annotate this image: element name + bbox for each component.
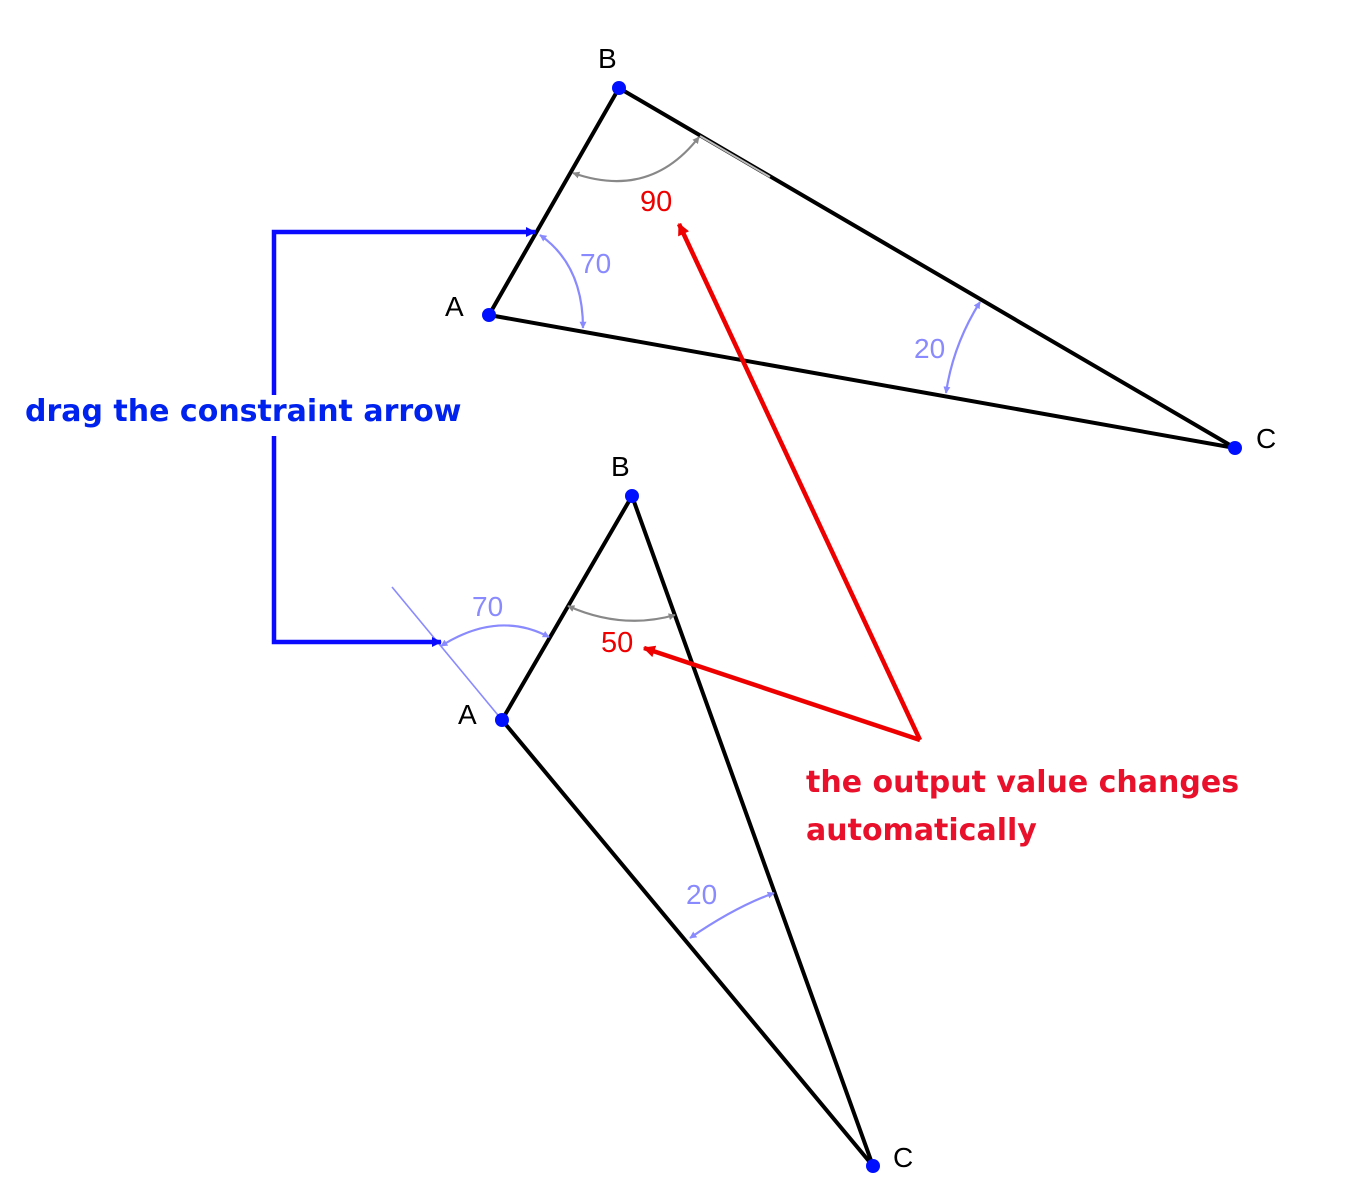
drag-callout-text: drag the constraint arrow bbox=[25, 394, 462, 429]
bottom-angle-b-output-value: 50 bbox=[601, 627, 633, 659]
top-angle-b-output-value: 90 bbox=[640, 186, 672, 218]
output-callout-text-line1: the output value changes bbox=[806, 765, 1239, 800]
output-callout: the output value changes automatically bbox=[642, 222, 1239, 848]
bottom-angle-b-dimension-arrow bbox=[567, 604, 676, 622]
bottom-vertex-a-label: A bbox=[458, 699, 477, 730]
bottom-edge-ca bbox=[500, 718, 875, 1168]
top-vertex-a-handle[interactable] bbox=[482, 308, 496, 322]
drag-callout-connector-bottom bbox=[271, 436, 442, 647]
top-angle-b-witness-line bbox=[699, 135, 771, 178]
top-triangle: 70 20 90 A B C bbox=[445, 43, 1276, 455]
top-vertex-b-handle[interactable] bbox=[612, 81, 626, 95]
top-angle-c-dimension-arrow[interactable] bbox=[943, 301, 981, 394]
bottom-vertex-b-handle[interactable] bbox=[625, 489, 639, 503]
output-callout-arrow-top bbox=[676, 222, 923, 741]
bottom-angle-a-dimension-arrow[interactable] bbox=[440, 624, 550, 647]
top-vertex-c-handle[interactable] bbox=[1228, 441, 1242, 455]
output-callout-arrow-bottom bbox=[642, 645, 921, 743]
top-angle-c-label: 20 bbox=[914, 333, 945, 364]
top-vertex-c-label: C bbox=[1256, 423, 1276, 454]
bottom-triangle: 70 20 50 A B C bbox=[391, 451, 913, 1173]
bottom-edge-ab bbox=[500, 494, 634, 722]
top-angle-b-dimension-arrow bbox=[572, 136, 700, 183]
top-angle-a-dimension-arrow[interactable] bbox=[539, 234, 587, 329]
top-vertex-a-label: A bbox=[445, 291, 464, 322]
bottom-vertex-c-handle[interactable] bbox=[866, 1159, 880, 1173]
bottom-vertex-b-label: B bbox=[611, 451, 630, 482]
top-vertex-b-label: B bbox=[598, 43, 617, 74]
top-angle-a-label: 70 bbox=[580, 248, 611, 279]
top-edge-ab bbox=[487, 86, 621, 317]
drag-callout-connector-top bbox=[271, 227, 536, 395]
bottom-angle-a-guide-line bbox=[391, 586, 503, 721]
bottom-angle-c-label: 20 bbox=[686, 879, 717, 910]
bottom-vertex-c-label: C bbox=[893, 1142, 913, 1173]
drag-callout: drag the constraint arrow bbox=[25, 227, 536, 647]
bottom-angle-c-dimension-arrow[interactable] bbox=[689, 891, 775, 939]
bottom-angle-a-label: 70 bbox=[472, 591, 503, 622]
bottom-vertex-a-handle[interactable] bbox=[495, 713, 509, 727]
output-callout-text-line2: automatically bbox=[806, 813, 1037, 848]
top-edge-ca bbox=[487, 313, 1237, 450]
